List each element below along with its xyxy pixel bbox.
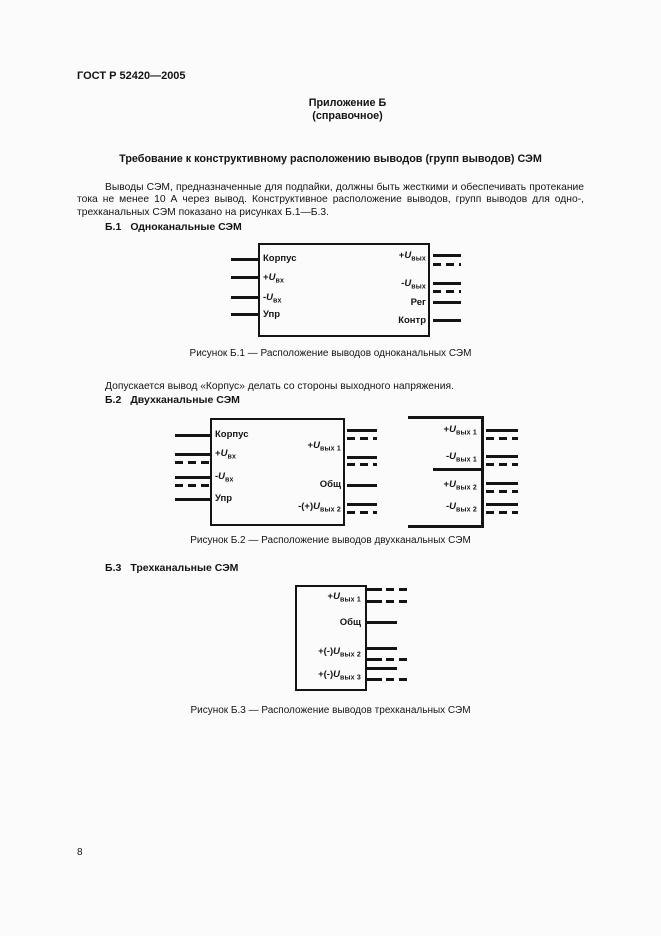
pin-line-optional	[386, 588, 407, 591]
pin-line	[231, 276, 258, 279]
b2-alt-outline-right	[481, 416, 484, 528]
pin-line-optional	[386, 678, 407, 681]
note-paragraph: Допускается вывод «Корпус» делать со сто…	[105, 381, 454, 392]
document-header: ГОСТ Р 52420—2005	[77, 70, 186, 82]
intro-paragraph: Выводы СЭМ, предназначенные для подпайки…	[77, 182, 584, 218]
section-b3-heading: Б.3 Трехканальные СЭМ	[105, 562, 238, 574]
pin-line	[433, 319, 461, 322]
pin-line	[347, 456, 377, 459]
pin-label-u-out2: -(+)Uвых 2	[298, 501, 341, 514]
b1-module-outline	[258, 243, 430, 337]
pin-line	[175, 476, 210, 479]
section-b2-title: Двухканальные СЭМ	[130, 394, 240, 406]
pin-line	[433, 282, 461, 285]
pin-line-optional	[347, 463, 377, 466]
pin-label-kontr: Контр	[398, 315, 426, 326]
section-b3-number: Б.3	[105, 562, 122, 574]
pin-line-optional	[386, 600, 407, 603]
pin-label-upr: Упр	[215, 493, 233, 504]
pin-line-optional	[347, 437, 377, 440]
pin-line	[367, 588, 382, 591]
b2-alt-outline-top	[408, 416, 484, 419]
pin-line	[367, 621, 397, 624]
section-b1-title: Одноканальные СЭМ	[130, 221, 242, 233]
pin-line	[175, 434, 210, 437]
pin-line	[367, 647, 397, 650]
pin-line-optional	[486, 511, 518, 514]
pin-label-upr: Упр	[263, 309, 281, 320]
pin-label-reg: Рег	[410, 297, 426, 308]
pin-line	[433, 254, 461, 257]
pin-label-u-out2-plus: +Uвых 2	[443, 479, 477, 492]
pin-line	[231, 296, 258, 299]
pin-line-optional	[347, 511, 377, 514]
pin-line	[231, 313, 258, 316]
b3-module-outline	[295, 585, 367, 691]
pin-line-optional	[386, 658, 407, 661]
pin-line	[347, 503, 377, 506]
pin-label-u-out1-minus: -Uвых 1	[445, 451, 477, 464]
figure-b2-caption: Рисунок Б.2 — Расположение выводов двухк…	[190, 535, 471, 546]
pin-line	[347, 484, 377, 487]
main-title: Требование к конструктивному расположени…	[119, 153, 542, 165]
pin-line-optional	[175, 461, 210, 464]
pin-line	[347, 429, 377, 432]
pin-line-optional	[433, 290, 461, 293]
pin-line	[231, 258, 258, 261]
pin-label-obshch: Общ	[339, 617, 361, 628]
pin-label-u-out-plus: +Uвых	[398, 250, 426, 263]
pin-label-obshch: Общ	[319, 479, 341, 490]
figure-b3-caption: Рисунок Б.3 — Расположение выводов трехк…	[190, 705, 471, 716]
pin-label-u-out-minus: -Uвых	[401, 278, 426, 291]
b2-alt-channel-divider	[433, 468, 481, 471]
pin-line	[486, 455, 518, 458]
pin-label-u-in-plus: +Uвх	[215, 448, 237, 461]
pin-line	[433, 301, 461, 304]
pin-label-u-out2: +(-)Uвых 2	[318, 646, 361, 659]
section-b3-title: Трехканальные СЭМ	[130, 562, 239, 574]
pin-label-u-out1-plus: +Uвых 1	[327, 591, 361, 604]
section-b2-heading: Б.2 Двухканальные СЭМ	[105, 394, 240, 406]
pin-label-korpus: Корпус	[263, 253, 297, 264]
pin-line	[175, 453, 210, 456]
b2-alt-outline-bottom	[408, 525, 484, 528]
section-b1-heading: Б.1 Одноканальные СЭМ	[105, 221, 242, 233]
pin-line-optional	[486, 463, 518, 466]
section-b1-number: Б.1	[105, 221, 122, 233]
pin-label-u-in-plus: +Uвх	[263, 272, 285, 285]
appendix-title: Приложение Б	[308, 97, 387, 109]
b2-module-outline	[210, 418, 345, 526]
pin-line	[486, 503, 518, 506]
pin-line-optional	[486, 437, 518, 440]
pin-line-optional	[175, 484, 210, 487]
pin-line	[367, 658, 382, 661]
pin-line-optional	[486, 490, 518, 493]
pin-label-u-out3: +(-)Uвых 3	[318, 669, 361, 682]
pin-label-u-out2-minus: -Uвых 2	[445, 501, 477, 514]
page-number: 8	[77, 847, 83, 858]
pin-line	[486, 429, 518, 432]
pin-label-u-out1-plus: +Uвых 1	[307, 440, 341, 453]
figure-b1-caption: Рисунок Б.1 — Расположение выводов однок…	[189, 348, 472, 359]
pin-label-u-in-minus: -Uвх	[263, 292, 282, 305]
pin-line	[486, 482, 518, 485]
pin-line	[367, 678, 382, 681]
pin-line	[175, 498, 210, 501]
pin-line	[367, 667, 397, 670]
pin-line	[367, 600, 382, 603]
pin-label-korpus: Корпус	[215, 429, 249, 440]
appendix-subtitle: (справочное)	[312, 110, 383, 122]
pin-label-u-out1-plus: +Uвых 1	[443, 424, 477, 437]
pin-line-optional	[433, 263, 461, 266]
section-b2-number: Б.2	[105, 394, 122, 406]
pin-label-u-in-minus: -Uвх	[215, 471, 234, 484]
